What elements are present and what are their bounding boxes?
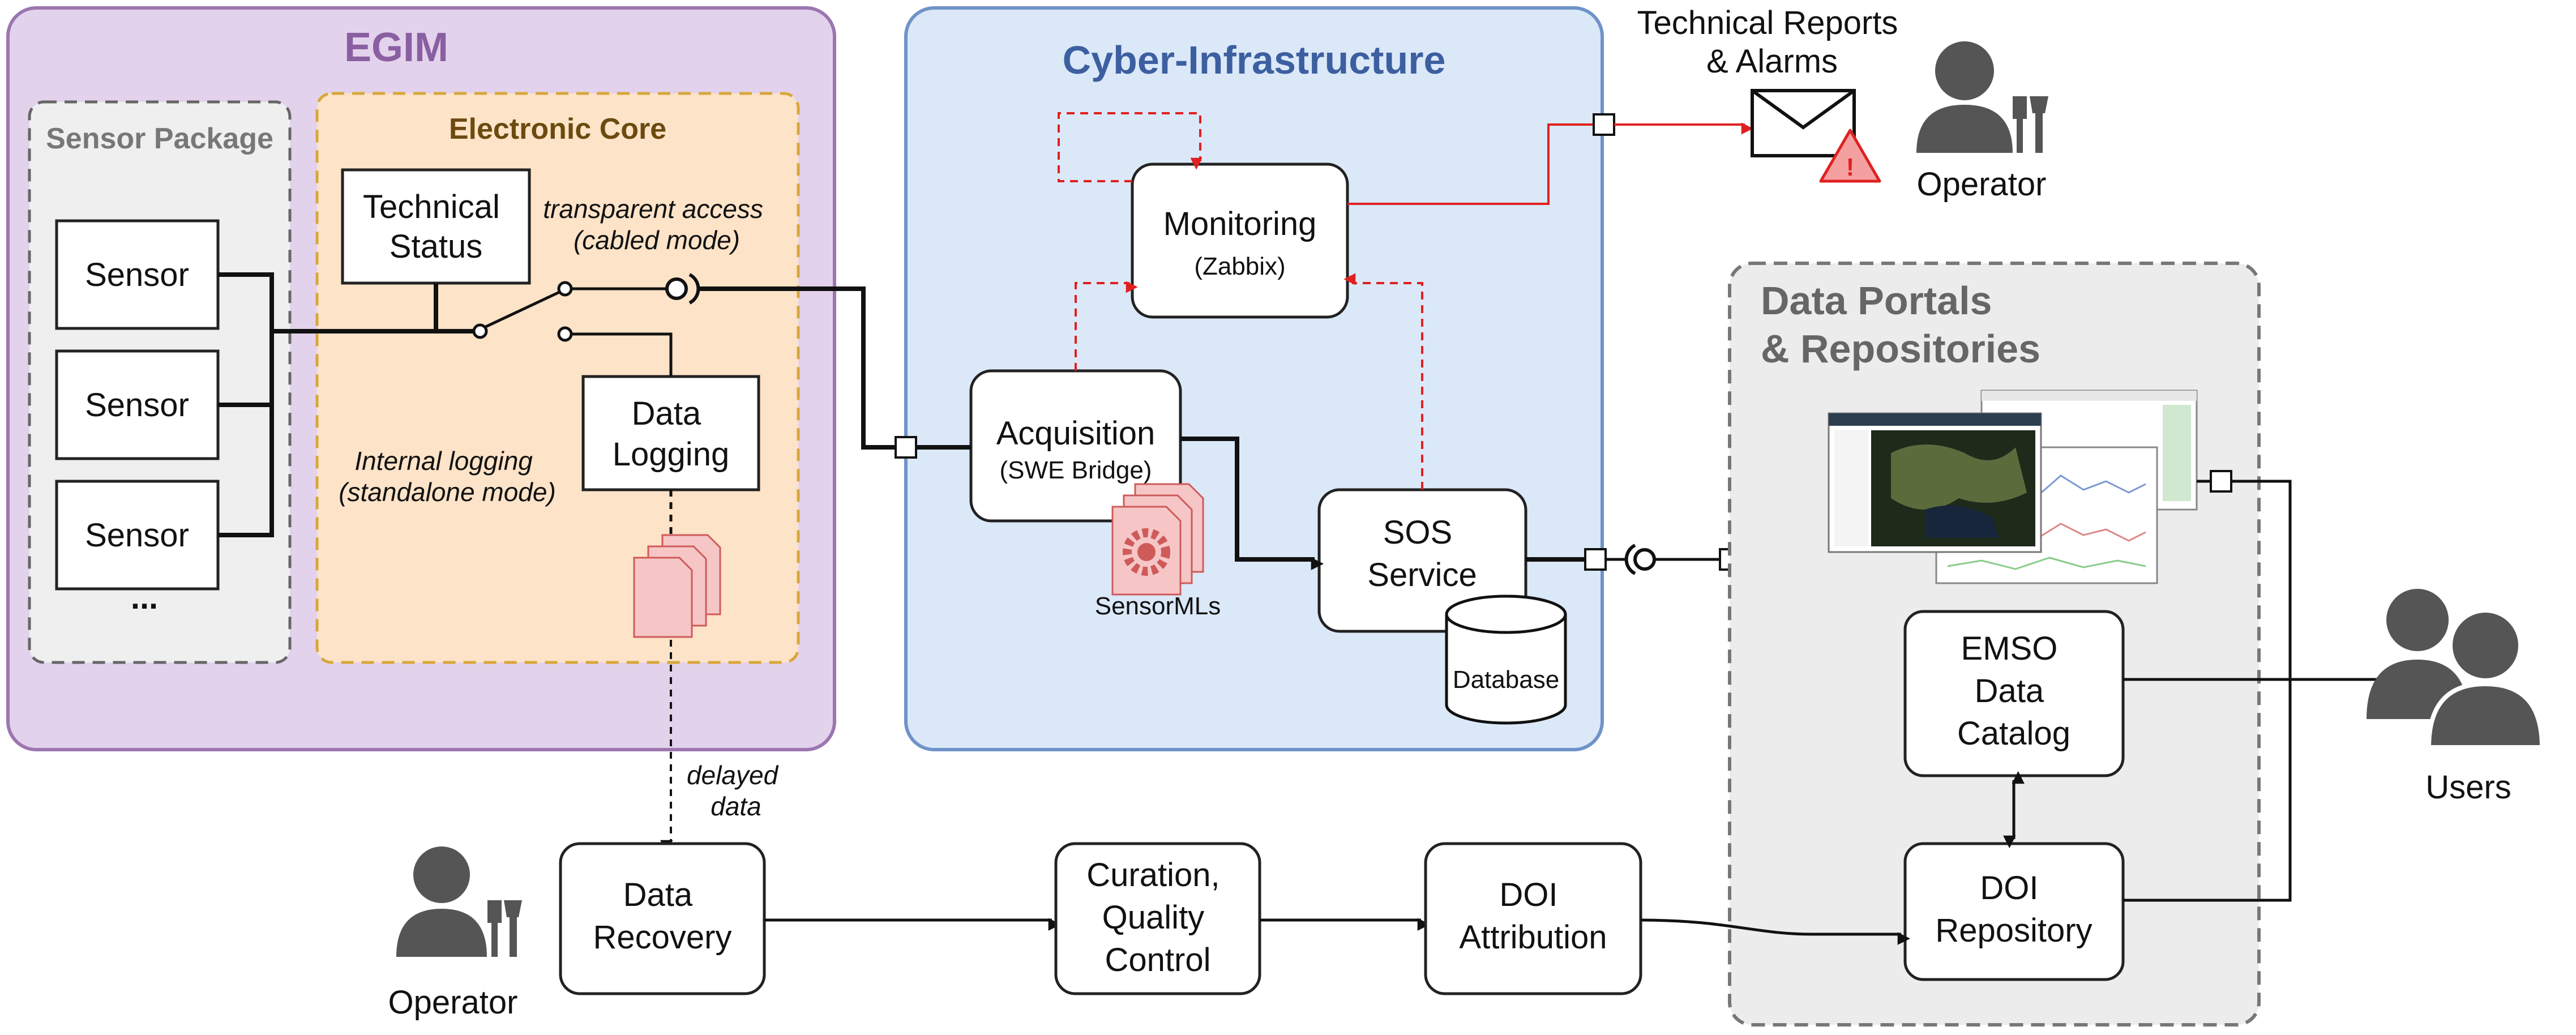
curation-label: Curation, Quality Control bbox=[1086, 857, 1229, 978]
doi-repository-label: DOI Repository bbox=[1935, 870, 2092, 949]
electronic-core-title: Electronic Core bbox=[449, 113, 666, 146]
sensormls-icon bbox=[1111, 483, 1204, 596]
sos-to-monitoring bbox=[1343, 273, 1423, 490]
sos-connector-plug bbox=[1624, 544, 1636, 575]
emso-catalog-label: EMSO Data Catalog bbox=[1957, 630, 2070, 752]
sensormls-label: SensorMLs bbox=[1095, 592, 1221, 620]
technical-status-label: Technical Status bbox=[363, 189, 509, 265]
acquisition-label: Acquisition bbox=[996, 415, 1155, 452]
technical-reports-label: Technical Reports & Alarms bbox=[1637, 5, 1907, 80]
transparent-access-label: transparent access (cabled mode) bbox=[543, 194, 770, 255]
switch-arm bbox=[483, 290, 562, 329]
portal-exit-connector bbox=[2210, 470, 2232, 493]
monitoring-box bbox=[1131, 162, 1349, 319]
sensor-package-title: Sensor Package bbox=[46, 122, 273, 155]
sensor-box-3 bbox=[55, 480, 220, 591]
cyber-infrastructure-title: Cyber-Infrastructure bbox=[1063, 38, 1446, 82]
operator-bottom-icon bbox=[396, 846, 522, 957]
sensor-label-1: Sensor bbox=[85, 256, 189, 293]
operator-bottom-label: Operator bbox=[388, 984, 518, 1021]
doi-repository-box bbox=[1903, 842, 2125, 981]
envelope-icon bbox=[1751, 89, 1856, 157]
egim-title: EGIM bbox=[344, 25, 448, 70]
internal-logging-label: Internal logging (standalone mode) bbox=[339, 446, 556, 507]
logged-files-icon bbox=[633, 534, 721, 638]
sensor-more-ellipsis: ... bbox=[131, 579, 158, 616]
operator-top-label: Operator bbox=[1917, 166, 2047, 203]
switch-pivot bbox=[472, 323, 488, 339]
cable-entry-connector bbox=[895, 436, 917, 459]
users-icon bbox=[2367, 589, 2545, 750]
switch-contact-logging bbox=[557, 326, 573, 342]
monitoring-self-loop bbox=[1058, 112, 1203, 182]
switch-to-logging bbox=[571, 332, 673, 377]
users-label: Users bbox=[2425, 769, 2511, 806]
monitoring-label: Monitoring bbox=[1163, 206, 1317, 242]
portal-connector-vertical bbox=[2231, 480, 2292, 902]
warning-icon: ! bbox=[1819, 129, 1881, 183]
reports-connector bbox=[1593, 113, 1615, 136]
switch-contact-cabled bbox=[557, 281, 573, 297]
database-icon bbox=[1445, 595, 1567, 725]
sensor-label-2: Sensor bbox=[85, 387, 189, 424]
portal-screenshots bbox=[1828, 390, 2198, 584]
acquisition-to-sos bbox=[1180, 437, 1324, 570]
doi-attribution-label: DOI Attribution bbox=[1459, 876, 1607, 956]
sensor-box-1 bbox=[55, 219, 220, 330]
cable-to-cyber bbox=[698, 286, 907, 450]
data-logging-label: Data Logging bbox=[613, 395, 729, 473]
doi-to-repository bbox=[1640, 918, 1911, 945]
svg-text:!: ! bbox=[1846, 153, 1855, 181]
monitoring-sublabel: (Zabbix) bbox=[1194, 253, 1285, 280]
egim-connector-socket bbox=[665, 277, 688, 300]
acquisition-to-monitoring bbox=[1075, 281, 1138, 371]
data-logging-box bbox=[581, 375, 760, 491]
sos-connector-socket bbox=[1633, 548, 1656, 571]
monitoring-to-reports bbox=[1347, 123, 1594, 205]
gear-icon bbox=[1123, 528, 1170, 576]
delayed-data-label: delayed data bbox=[687, 760, 785, 821]
data-recovery-label: Data Recovery bbox=[593, 876, 732, 956]
database-label: Database bbox=[1453, 666, 1559, 694]
acquisition-sublabel: (SWE Bridge) bbox=[1000, 456, 1152, 484]
sos-service-label: SOS Service bbox=[1367, 514, 1477, 593]
operator-top-icon bbox=[1916, 41, 2048, 153]
technical-status-box bbox=[341, 168, 531, 285]
data-portals-title: Data Portals & Repositories bbox=[1761, 279, 2040, 371]
sensor-label-3: Sensor bbox=[85, 517, 189, 554]
sos-exit-connector bbox=[1584, 548, 1607, 571]
